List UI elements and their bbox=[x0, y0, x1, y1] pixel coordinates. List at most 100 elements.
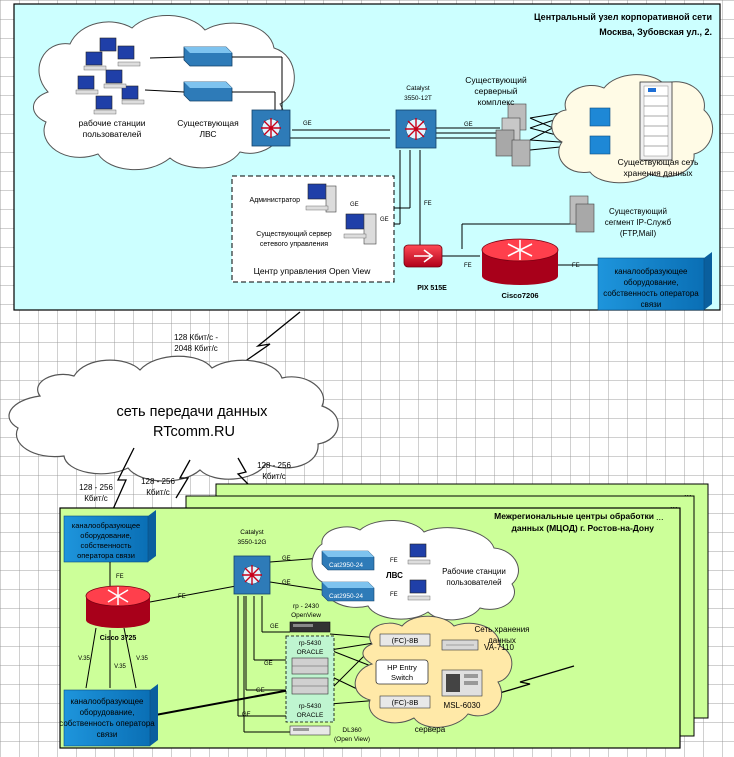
cisco3725-label: Cisco 3725 bbox=[100, 635, 137, 642]
regional-catalyst-label: Catalyst bbox=[240, 529, 264, 536]
cat2950-a-label: Cat2950-24 bbox=[329, 562, 363, 569]
server-complex-label-3: комплекс bbox=[478, 97, 515, 107]
hq-fe-label-1: FE bbox=[424, 201, 432, 207]
ip-segment-label: Существующий bbox=[609, 207, 667, 216]
wan-cloud-title: сеть передачи данных bbox=[117, 404, 269, 420]
regional-carrier-top-box bbox=[63, 510, 156, 563]
wan-cloud bbox=[8, 355, 339, 482]
storage-switch-icon bbox=[589, 107, 611, 155]
cisco3725-router-icon bbox=[85, 585, 151, 628]
regional-catalyst-model: 3550-12G bbox=[238, 539, 267, 546]
wan-link-b bbox=[175, 459, 191, 499]
hq-core-switch-icon bbox=[251, 109, 291, 147]
regional-ge-label-1: GE bbox=[282, 556, 291, 562]
server-complex-label-2: серверный bbox=[474, 86, 517, 96]
ip-services-server-icon bbox=[569, 195, 595, 233]
hq-storage-label-2: хранения данных bbox=[624, 168, 694, 178]
hq-carrier-label-3: собственность оператора bbox=[603, 289, 699, 298]
regional-carrier-bottom-label-4: связи bbox=[97, 730, 118, 739]
cat2950-b-label: Cat2950-24 bbox=[329, 593, 363, 600]
hq-ge-label-2: GE bbox=[464, 122, 473, 128]
rp5430-b-label: rp-5430 bbox=[299, 703, 322, 710]
admin-workstation-icon bbox=[305, 183, 337, 213]
regional-title: Межрегиональные центры обработки bbox=[494, 511, 654, 521]
disk-array-icon bbox=[639, 81, 673, 161]
regional-workstation-icon bbox=[407, 543, 431, 601]
hq-storage-label: Существующая сеть bbox=[618, 157, 699, 167]
v35-label-2: V.35 bbox=[114, 664, 126, 670]
ip-segment-label-3: (FTP,Mail) bbox=[620, 229, 657, 238]
hq-fe-label-3: FE bbox=[572, 263, 580, 269]
regional-carrier-top-label: каналообразующее bbox=[72, 521, 140, 530]
fc-switch-bottom-icon bbox=[379, 695, 431, 709]
mgmt-ge-label: GE bbox=[380, 217, 389, 223]
va7110-array-icon bbox=[441, 639, 479, 651]
msl6030-label: MSL-6030 bbox=[444, 701, 481, 710]
mgmt-server-label: Существующий сервер bbox=[256, 230, 331, 238]
regional-ellipsis-3: ... bbox=[656, 512, 664, 522]
cisco7206-router-icon bbox=[481, 238, 559, 285]
servers-label: сервера bbox=[415, 725, 446, 734]
hq-workstations-label-2: пользователей bbox=[83, 129, 142, 139]
regional-workstations-label-2: пользователей bbox=[446, 578, 501, 587]
wan-cloud-subtitle: RTcomm.RU bbox=[153, 424, 235, 440]
regional-thick-link bbox=[149, 689, 291, 717]
regional-carrier-bottom-label: каналообразующее bbox=[70, 697, 144, 706]
wan-link-c bbox=[236, 457, 251, 487]
regional-fe-label-3: FE bbox=[390, 558, 398, 564]
rp5430-server-a-icon bbox=[291, 657, 329, 695]
regional-carrier-bottom-label-2: оборудование, bbox=[80, 708, 135, 717]
server-complex-label: Существующий bbox=[465, 75, 527, 85]
wan-link-a bbox=[109, 447, 135, 517]
admin-ge-label: GE bbox=[350, 202, 359, 208]
rp5430-b-label-2: ORACLE bbox=[297, 712, 324, 719]
regional-ge-label-4: GE bbox=[264, 661, 273, 667]
wan-link-a-label: 128 - 256 bbox=[79, 483, 113, 492]
rp2430-label: rp - 2430 bbox=[293, 603, 319, 610]
regional-ellipsis-1: ... bbox=[684, 488, 692, 498]
v35-label-3: V.35 bbox=[136, 656, 148, 662]
regional-fe-label-4: FE bbox=[390, 592, 398, 598]
regional-lan-label: ЛВС bbox=[386, 571, 403, 580]
server-complex-icon bbox=[495, 103, 531, 167]
regional-workstations-label: Рабочие станции bbox=[442, 567, 506, 576]
hq-carrier-label-2: оборудование, bbox=[624, 278, 679, 287]
regional-carrier-top-label-4: оператора связи bbox=[77, 551, 135, 560]
v35-label-1: V.35 bbox=[78, 656, 90, 662]
hp-switch-label: HP Entry bbox=[387, 663, 417, 672]
mgmt-server-label-2: сетевого управления bbox=[260, 241, 328, 248]
workstation-cluster-icon bbox=[75, 37, 145, 115]
mgmt-server-icon bbox=[343, 213, 377, 245]
hp-switch-label-2: Switch bbox=[391, 673, 413, 682]
regional-wan-link bbox=[475, 665, 575, 701]
hq-carrier-label: каналообразующее bbox=[614, 267, 688, 276]
hq-workstations-label: рабочие станции bbox=[79, 118, 146, 128]
hq-lan-cloud bbox=[33, 15, 295, 171]
hq-lan-label-2: ЛВС bbox=[199, 129, 216, 139]
hq-lan-switch-icon bbox=[183, 46, 233, 102]
regional-fe-label-1: FE bbox=[116, 574, 124, 580]
cat2950-switch-a-icon bbox=[321, 550, 375, 571]
cisco7206-label: Cisco7206 bbox=[501, 291, 538, 300]
regional-carrier-bottom-label-3: собственность оператора bbox=[59, 719, 155, 728]
admin-label: Администратор bbox=[249, 197, 300, 204]
regional-catalyst-icon bbox=[233, 555, 271, 595]
regional-storage-label: Сеть хранения bbox=[475, 625, 530, 634]
hq-carrier-box bbox=[597, 252, 712, 311]
openview-center-label: Центр управления Open View bbox=[254, 266, 372, 276]
wan-link-c-label: 128 - 256 bbox=[257, 461, 291, 470]
dl360-label: DL360 bbox=[342, 727, 362, 734]
wan-link-c-label-2: Кбит/с bbox=[262, 472, 286, 481]
regional-ellipsis-2: ... bbox=[670, 500, 678, 510]
cat2950-switch-b-icon bbox=[321, 581, 375, 602]
regional-ge-label-3: GE bbox=[270, 624, 279, 630]
hq-fe-label-2: FE bbox=[464, 263, 472, 269]
hq-ge-label-1: GE bbox=[303, 121, 312, 127]
wan-link-b-label-2: Кбит/с bbox=[146, 488, 170, 497]
regional-storage-label-2: данных bbox=[488, 636, 516, 645]
fc-top-label: (FC)-8B bbox=[392, 636, 419, 645]
ip-segment-label-2: сегмент IP-Служб bbox=[605, 218, 672, 227]
regional-fe-label-2: FE bbox=[178, 594, 186, 600]
hq-address: Москва, Зубовская ул., 2. bbox=[599, 27, 712, 37]
